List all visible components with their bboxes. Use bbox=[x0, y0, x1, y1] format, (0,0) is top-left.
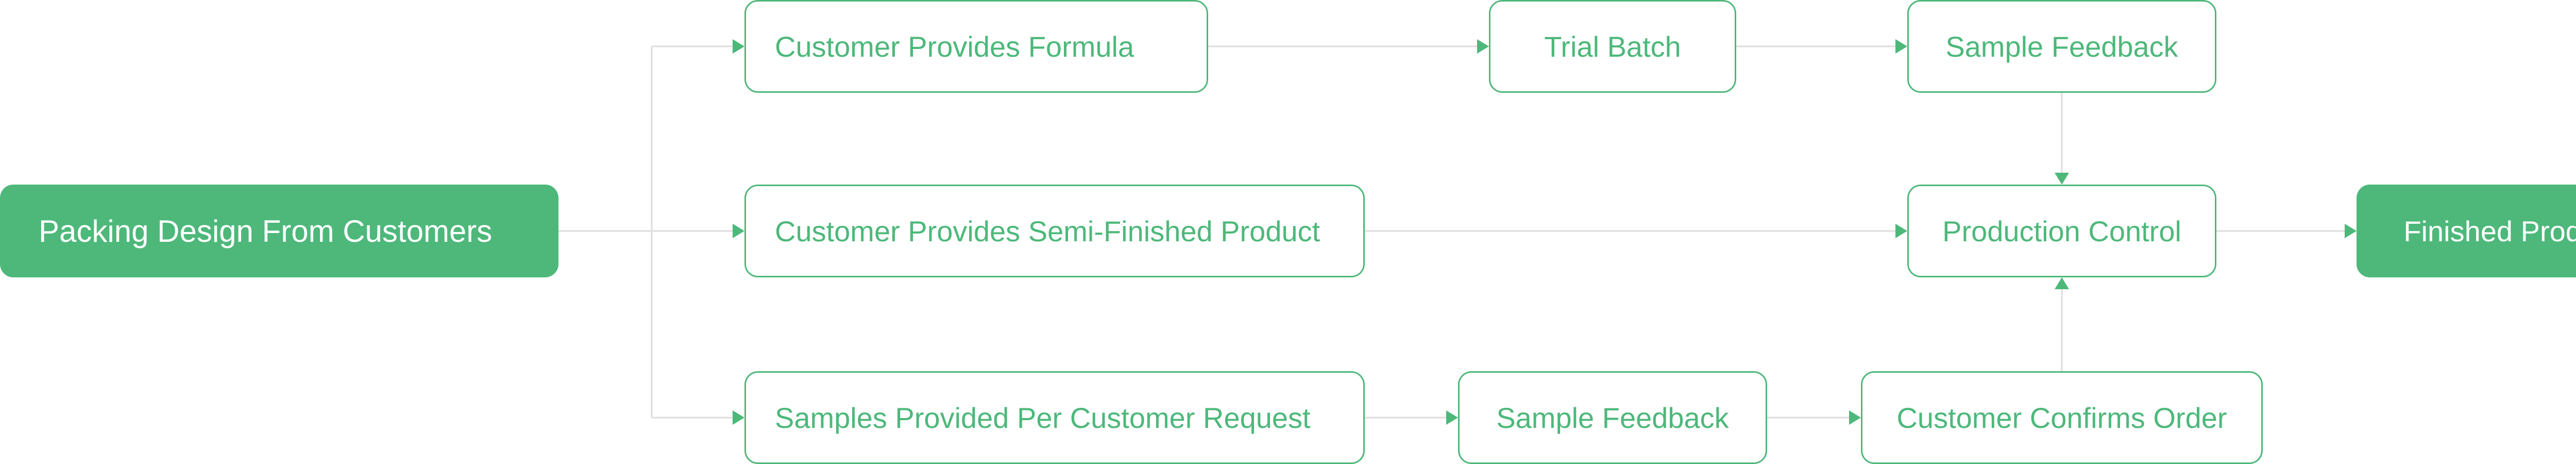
node-customer-provides-semi-finished: Customer Provides Semi-Finished Product bbox=[744, 185, 1365, 277]
node-trial-batch: Trial Batch bbox=[1489, 0, 1736, 93]
arrowhead-formula bbox=[733, 39, 744, 54]
arrowhead-samples bbox=[733, 410, 744, 425]
node-production-control: Production Control bbox=[1907, 185, 2216, 277]
arrowhead-production-from-top bbox=[2055, 173, 2069, 185]
node-finished-product: Finished Product bbox=[2357, 185, 2576, 277]
arrowhead-confirms bbox=[1849, 410, 1861, 425]
node-packing-design: Packing Design From Customers bbox=[0, 185, 558, 277]
node-customer-confirms-order: Customer Confirms Order bbox=[1861, 371, 2263, 464]
node-sample-feedback-top: Sample Feedback bbox=[1907, 0, 2216, 93]
arrowhead-finished bbox=[2345, 224, 2357, 238]
arrowhead-feedback-bottom bbox=[1446, 410, 1458, 425]
arrowhead-production-from-bottom bbox=[2055, 277, 2069, 289]
arrowhead-production-from-semi bbox=[1895, 224, 1907, 238]
node-samples-per-request: Samples Provided Per Customer Request bbox=[744, 371, 1365, 464]
node-customer-provides-formula: Customer Provides Formula bbox=[744, 0, 1208, 93]
node-sample-feedback-bottom: Sample Feedback bbox=[1458, 371, 1767, 464]
arrowhead-semi bbox=[733, 224, 744, 238]
arrowhead-feedback-top bbox=[1895, 39, 1907, 54]
arrowhead-trial bbox=[1477, 39, 1489, 54]
